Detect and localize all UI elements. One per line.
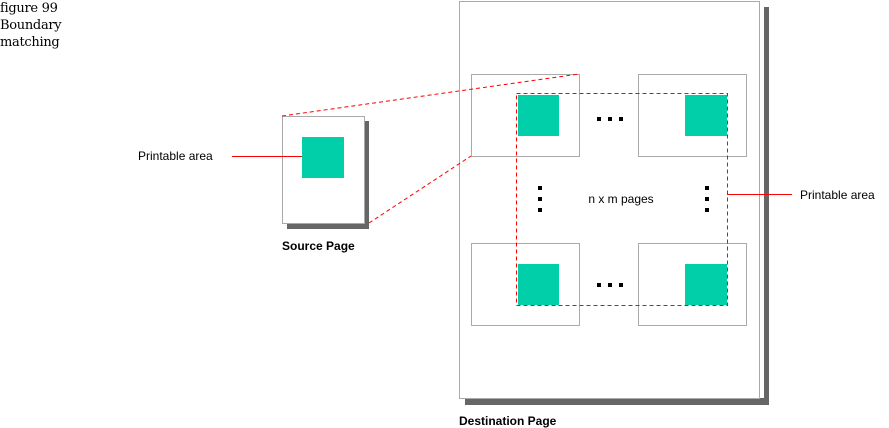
destination-page-rect [459, 1, 760, 399]
projection-line [281, 73, 580, 117]
caption-line: figure 99 [0, 1, 58, 16]
caption-line: matching [0, 35, 60, 50]
grid-label: n x m pages [588, 192, 653, 206]
tile-printable-areas [518, 95, 727, 305]
caption-line: Boundary [0, 18, 62, 33]
destination-page [459, 1, 769, 405]
figure-caption: figure 99 Boundary matching [0, 0, 62, 51]
page-shadow [764, 7, 769, 405]
source-page-title: Source Page [282, 239, 355, 253]
source-page [282, 116, 369, 229]
tile-printable-area [685, 95, 727, 136]
tile-printable-area [685, 264, 727, 305]
tile-printable-area [518, 95, 559, 136]
destination-boundary [516, 93, 728, 306]
source-printable-label: Printable area [138, 149, 213, 163]
destination-page-title: Destination Page [459, 414, 557, 428]
ellipsis-dots [538, 117, 709, 287]
source-printable-area [302, 137, 344, 178]
projection-line [368, 155, 472, 224]
page-shadow [364, 121, 369, 229]
tile-printable-area [518, 264, 559, 305]
page-shadow [287, 223, 369, 229]
destination-printable-label: Printable area [800, 188, 875, 202]
page-shadow [465, 398, 769, 405]
